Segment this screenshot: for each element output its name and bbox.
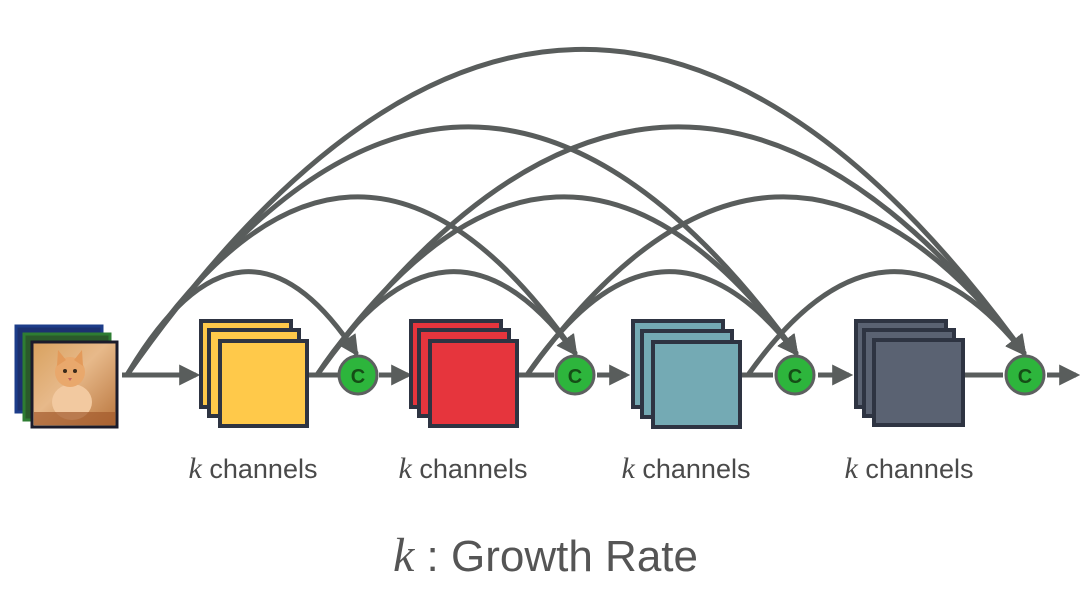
- layer-block-2: [409, 319, 519, 428]
- caption: k : Growth Rate: [393, 529, 698, 582]
- concat-node: C: [554, 354, 596, 396]
- layer-block-1: [199, 319, 309, 428]
- layer-block-3: [631, 319, 742, 429]
- concat-node: C: [774, 354, 816, 396]
- skip-arc: [745, 269, 1027, 378]
- skip-arc: [314, 124, 1027, 378]
- skip-connection-arcs: [124, 46, 1027, 378]
- skip-arc: [124, 46, 1027, 378]
- kitten-picture: [34, 350, 115, 425]
- layer-label-4: k channels: [844, 452, 974, 485]
- svg-text:C: C: [568, 366, 582, 388]
- concat-nodes: C C C C: [337, 354, 1046, 396]
- input-image-stack: [14, 324, 119, 429]
- layer-block-4: [854, 319, 965, 427]
- layer-label-3: k channels: [621, 452, 751, 485]
- skip-arc: [524, 194, 1027, 378]
- concat-node: C: [337, 354, 379, 396]
- svg-text:C: C: [788, 366, 802, 388]
- svg-text:C: C: [351, 366, 365, 388]
- layer-label-1: k channels: [188, 452, 318, 485]
- svg-text:C: C: [1018, 366, 1032, 388]
- concat-node: C: [1004, 354, 1046, 396]
- layer-label-2: k channels: [398, 452, 528, 485]
